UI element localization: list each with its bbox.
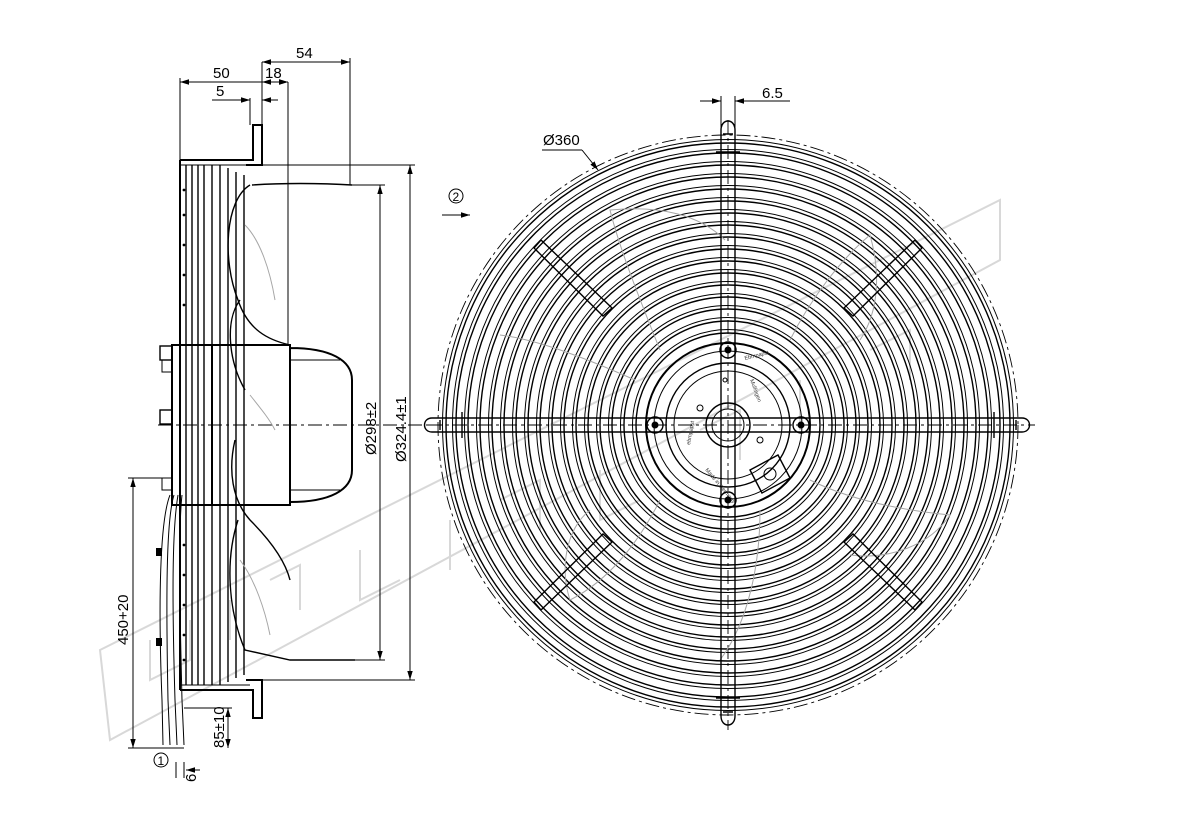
dim-diameter-360-group: Ø360	[542, 132, 599, 171]
top-dimensions: 50 5 18 54	[179, 45, 351, 345]
guard-ring-edge	[572, 269, 884, 581]
guard-ring-edge	[512, 209, 944, 641]
dim-54: 54	[296, 45, 313, 62]
callout-2-airflow-arrow: 2	[442, 188, 470, 218]
grill-holes	[182, 188, 186, 662]
dim-450: 450+20	[115, 595, 132, 645]
guard-ring	[491, 188, 965, 662]
svg-text:1: 1	[158, 754, 165, 768]
guard-ring	[445, 142, 1011, 708]
guard-ring-edge	[452, 149, 1004, 701]
guard-ring-edge	[464, 161, 992, 689]
guard-ring-edge	[500, 197, 956, 653]
dim-diameter-324: Ø324.4±1	[393, 396, 410, 462]
dim-18: 18	[265, 65, 282, 82]
guard-ring-edge	[596, 293, 860, 557]
dim-6: 6	[183, 774, 200, 782]
guard-ring	[479, 176, 977, 674]
guard-ring-edge	[488, 185, 968, 665]
guard-rings	[442, 139, 1014, 711]
guard-ring-edge	[442, 139, 1014, 711]
side-view: 50 5 18 54 Ø298±2 Ø324.4±1 450+20 85±10	[115, 45, 470, 782]
callout-1: 1	[153, 752, 169, 768]
dim-5: 5	[216, 83, 224, 100]
mounting-screws	[646, 341, 810, 509]
guard-ring-edge	[560, 257, 896, 593]
guard-ring-edge	[584, 281, 872, 569]
guard-ring-edge	[536, 233, 920, 617]
guard-ring	[467, 164, 989, 686]
guard-ring	[635, 332, 821, 518]
guard-ring-edge	[548, 245, 908, 605]
guard-ring	[455, 152, 1001, 698]
cable-gland	[749, 454, 791, 494]
front-view: Ebmpapst Mulfingen ebmpapst Made in Germ…	[423, 85, 1035, 730]
guard-ring	[539, 236, 917, 614]
dim-6-5-group: 6.5	[700, 85, 790, 128]
cable-bundle	[159, 494, 185, 746]
dim-85: 85±10	[211, 706, 228, 748]
dim-6-5: 6.5	[762, 85, 783, 102]
guard-ring	[587, 284, 869, 566]
guard-ring	[551, 248, 905, 602]
guard-ring	[563, 260, 893, 590]
motor-hub-side	[171, 344, 353, 506]
fan-blades-front	[499, 208, 951, 661]
dim-50: 50	[213, 65, 230, 82]
guard-ring-edge	[476, 173, 980, 677]
guard-ring-edge	[620, 317, 836, 533]
guard-ring-edge	[524, 221, 932, 629]
guard-ring	[599, 296, 857, 554]
support-bars	[423, 120, 1031, 726]
guard-ring-edge	[632, 329, 824, 521]
fan-blades-side	[227, 182, 355, 661]
outer-diameter-circle	[437, 134, 1019, 716]
svg-text:Mulfingen: Mulfingen	[748, 379, 762, 403]
guard-ring	[575, 272, 881, 578]
dim-diameter-298: Ø298±2	[363, 402, 380, 455]
watermark	[98, 198, 1001, 742]
svg-text:2: 2	[453, 190, 460, 204]
guard-ring	[623, 320, 833, 530]
diagonal-supports	[533, 238, 923, 612]
guard-ring-edge	[608, 305, 848, 545]
guard-ring	[611, 308, 845, 542]
guard-ring	[515, 212, 941, 638]
vertical-dimensions: Ø298±2 Ø324.4±1 450+20 85±10 6	[115, 164, 415, 782]
shaft-bore	[705, 402, 751, 448]
guard-ring	[527, 224, 929, 626]
dim-diameter-360: Ø360	[543, 132, 580, 149]
svg-text:Ebmpapst: Ebmpapst	[744, 350, 770, 362]
svg-text:ebmpapst: ebmpapst	[686, 420, 696, 445]
